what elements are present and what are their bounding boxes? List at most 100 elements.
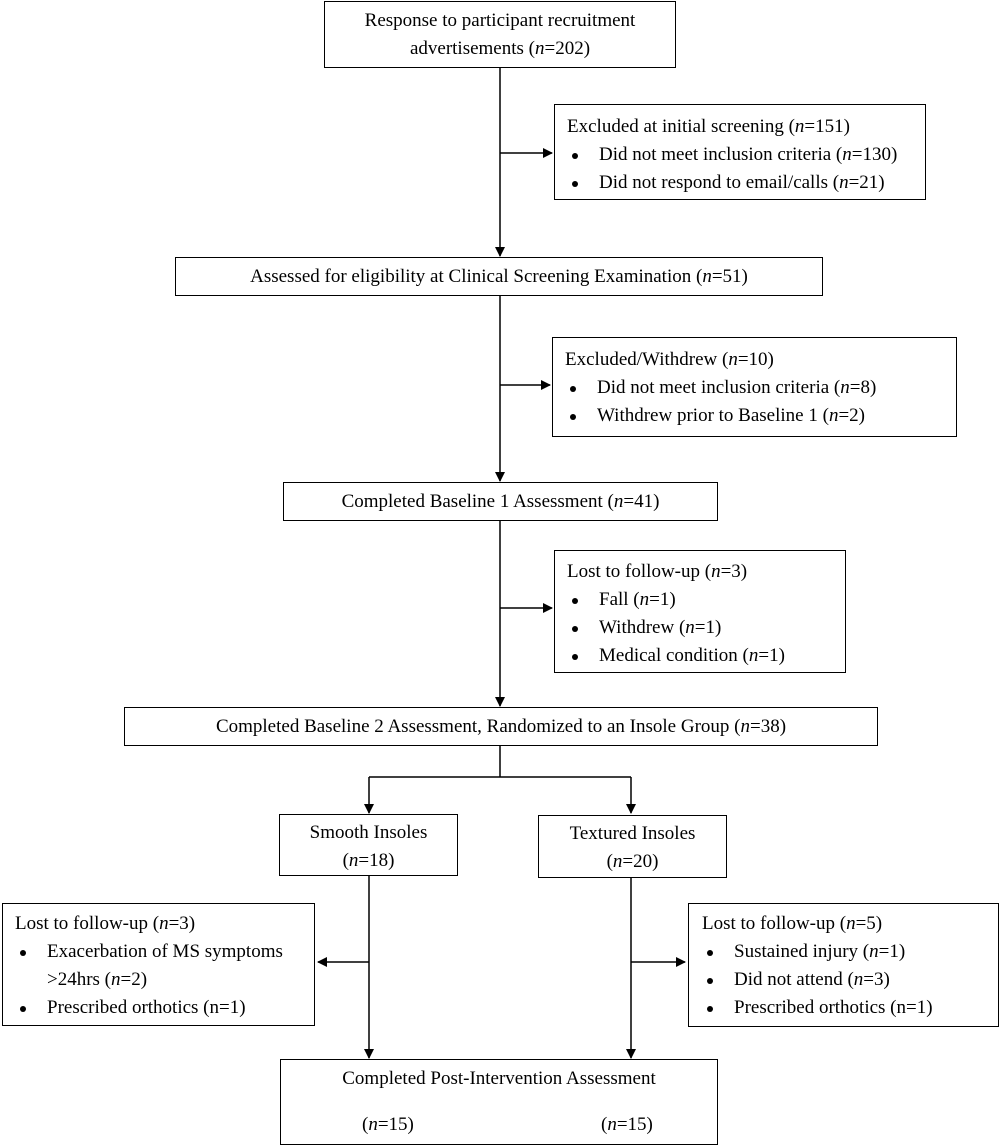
item-text: Withdrew prior to Baseline 1 (	[597, 405, 829, 426]
n-symbol: n	[159, 913, 169, 934]
title-count: =10)	[737, 349, 774, 370]
title-text: Excluded at initial screening (	[567, 116, 795, 137]
title-text: Lost to follow-up (	[702, 913, 847, 934]
withdrew-title: Excluded/Withdrew (n=10)	[565, 346, 956, 374]
item-text: Fall (	[599, 589, 640, 610]
list-item: Fall (n=1)	[567, 586, 845, 614]
n-symbol: n	[740, 716, 750, 737]
item-text: Did not respond to email/calls (	[599, 172, 840, 193]
screen-excluded-title: Excluded at initial screening (n=151)	[567, 113, 925, 141]
lost-smooth-list: Exacerbation of MS symptoms >24hrs (n=2)…	[15, 938, 314, 1022]
n-symbol: n	[842, 144, 852, 165]
item-text: Sustained injury (	[734, 941, 870, 962]
baseline1-count: =41)	[623, 491, 660, 512]
n-symbol: n	[794, 116, 805, 137]
baseline2-text: Completed Baseline 2 Assessment, Randomi…	[125, 713, 877, 741]
list-item: Did not attend (n=3)	[702, 966, 998, 994]
item-text: Did not attend (	[734, 969, 854, 990]
lost-textured-title: Lost to follow-up (n=5)	[702, 910, 998, 938]
post-title: Completed Post-Intervention Assessment	[342, 1068, 656, 1089]
n-symbol: n	[853, 969, 864, 990]
withdrew-box: Excluded/Withdrew (n=10) Did not meet in…	[552, 337, 957, 437]
title-count: =3)	[720, 561, 748, 582]
eligibility-label: Assessed for eligibility at Clinical Scr…	[250, 266, 703, 287]
item-count: =3)	[863, 969, 890, 990]
count: =15)	[377, 1114, 414, 1135]
title-text: Lost to follow-up (	[15, 913, 160, 934]
smooth-count-line: (n=18)	[280, 847, 457, 875]
lost-smooth-box: Lost to follow-up (n=3) Exacerbation of …	[2, 903, 315, 1026]
list-item: Prescribed orthotics (n=1)	[702, 994, 998, 1022]
title-text: Excluded/Withdrew (	[565, 349, 729, 370]
item-text: Exacerbation of MS symptoms >24hrs (	[47, 941, 283, 990]
list-item: Did not meet inclusion criteria (n=8)	[565, 374, 956, 402]
lost1-title: Lost to follow-up (n=3)	[567, 558, 845, 586]
recruitment-text: advertisements (	[409, 38, 535, 59]
screen-excluded-list: Did not meet inclusion criteria (n=130) …	[567, 141, 925, 197]
lost1-list: Fall (n=1) Withdrew (n=1) Medical condit…	[567, 586, 845, 670]
textured-label: Textured Insoles	[569, 823, 696, 844]
item-count: =8)	[849, 377, 877, 398]
paren: (	[362, 1114, 369, 1135]
smooth-insoles-box: Smooth Insoles (n=18)	[279, 814, 458, 876]
n-symbol: n	[111, 969, 121, 990]
n-symbol: n	[828, 405, 839, 426]
baseline1-label: Completed Baseline 1 Assessment (	[341, 491, 614, 512]
smooth-count: =18)	[358, 850, 395, 871]
list-item: Did not meet inclusion criteria (n=130)	[567, 141, 925, 169]
n-symbol: n	[839, 172, 849, 193]
title-count: =3)	[168, 913, 196, 934]
post-intervention-box: Completed Post-Intervention Assessment (…	[280, 1059, 718, 1145]
n-symbol: n	[748, 645, 759, 666]
count: =15)	[616, 1114, 653, 1135]
paren: (	[601, 1114, 608, 1135]
list-item: Did not respond to email/calls (n=21)	[567, 169, 925, 197]
list-item: Medical condition (n=1)	[567, 642, 845, 670]
smooth-label: Smooth Insoles	[309, 822, 428, 843]
n-symbol: n	[685, 617, 695, 638]
post-textured-count: (n=15)	[601, 1111, 653, 1139]
recruitment-line1: Response to participant recruitment	[364, 10, 636, 31]
textured-count-line: (n=20)	[539, 848, 726, 876]
lost-smooth-title: Lost to follow-up (n=3)	[15, 910, 314, 938]
screen-excluded-box: Excluded at initial screening (n=151) Di…	[554, 104, 926, 200]
item-text: Medical condition (	[599, 645, 749, 666]
n-symbol: n	[840, 377, 850, 398]
title-text: Lost to follow-up (	[567, 561, 712, 582]
n-symbol: n	[728, 349, 738, 370]
n-symbol: n	[711, 561, 721, 582]
baseline2-label: Completed Baseline 2 Assessment, Randomi…	[215, 716, 741, 737]
item-text: Did not meet inclusion criteria (	[599, 144, 843, 165]
list-item: Withdrew prior to Baseline 1 (n=2)	[565, 402, 956, 430]
n-symbol: n	[846, 913, 856, 934]
item-count: =130)	[851, 144, 898, 165]
n-symbol: n	[607, 1114, 617, 1135]
item-count: =1)	[878, 941, 906, 962]
lost-textured-box: Lost to follow-up (n=5) Sustained injury…	[688, 903, 999, 1027]
textured-insoles-box: Textured Insoles (n=20)	[538, 815, 727, 878]
baseline1-box: Completed Baseline 1 Assessment (n=41)	[283, 482, 718, 521]
item-count: =2)	[120, 969, 148, 990]
title-count: =151)	[804, 116, 850, 137]
item-count: =21)	[848, 172, 885, 193]
post-smooth-count: (n=15)	[362, 1111, 414, 1139]
list-item: Exacerbation of MS symptoms >24hrs (n=2)	[15, 938, 292, 994]
item-text: Prescribed orthotics (n=1)	[734, 997, 933, 1018]
recruitment-box: Response to participant recruitment adve…	[324, 1, 676, 68]
textured-count: =20)	[622, 851, 659, 872]
baseline1-text: Completed Baseline 1 Assessment (n=41)	[284, 488, 717, 516]
item-count: =1)	[694, 617, 722, 638]
item-count: =1)	[758, 645, 785, 666]
item-text: Prescribed orthotics (n=1)	[47, 997, 246, 1018]
withdrew-list: Did not meet inclusion criteria (n=8) Wi…	[565, 374, 956, 430]
list-item: Withdrew (n=1)	[567, 614, 845, 642]
lost-textured-list: Sustained injury ( n =1) Did not attend (n…	[702, 938, 998, 1022]
eligibility-text: Assessed for eligibility at Clinical Scr…	[176, 263, 822, 291]
item-count: =1)	[649, 589, 676, 610]
n-symbol: n	[535, 38, 545, 59]
eligibility-box: Assessed for eligibility at Clinical Scr…	[175, 257, 823, 296]
title-count: =5)	[855, 913, 883, 934]
n-symbol: n	[612, 851, 623, 872]
